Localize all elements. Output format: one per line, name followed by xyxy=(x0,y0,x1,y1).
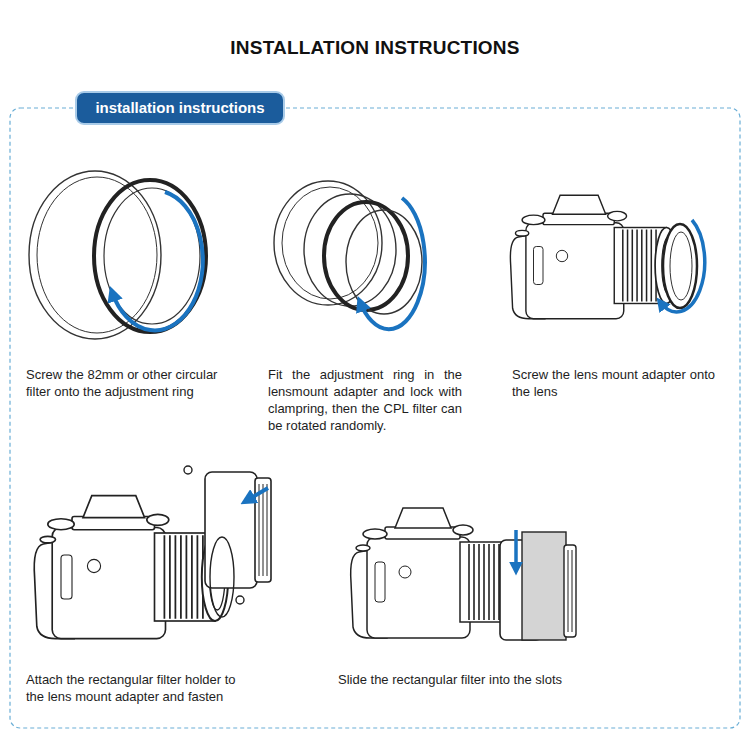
adjustment-ring xyxy=(94,180,206,332)
dashed-panel xyxy=(10,108,740,728)
camera-with-filter xyxy=(351,508,576,640)
lens-mount-adapter xyxy=(663,224,697,308)
filter-holder xyxy=(205,472,257,588)
rotation-arrow xyxy=(660,220,705,312)
adapter-rings xyxy=(274,181,425,329)
caption-box: Fit the adjustment ring in the lensmount… xyxy=(268,366,462,434)
adjustment-ring xyxy=(324,202,408,310)
step-caption: Attach the rectangular filter holder to … xyxy=(26,671,252,705)
step-caption: Screw the lens mount adapter onto the le… xyxy=(512,366,715,400)
clamp-ring xyxy=(304,194,396,306)
screw xyxy=(236,596,244,604)
rotation-arrow xyxy=(360,198,425,329)
step-caption: Slide the rectangular filter into the sl… xyxy=(338,671,598,688)
step-caption: Fit the adjustment ring in the lensmount… xyxy=(268,366,462,434)
caption-box: Screw the lens mount adapter onto the le… xyxy=(512,366,715,400)
filter-slots xyxy=(259,484,267,576)
caption-box: Slide the rectangular filter into the sl… xyxy=(338,671,598,688)
page-title: INSTALLATION INSTRUCTIONS xyxy=(230,37,519,58)
camera xyxy=(34,496,228,639)
filter-ring xyxy=(37,177,157,333)
step-caption: Screw the 82mm or other circular filter … xyxy=(26,366,240,400)
section-tab: installation instructions xyxy=(75,91,285,125)
caption-box: Screw the 82mm or other circular filter … xyxy=(26,366,240,400)
screw xyxy=(184,466,192,474)
camera-with-adapter xyxy=(510,195,704,319)
attach-arrow xyxy=(246,488,268,501)
tab-label: installation instructions xyxy=(95,93,264,123)
filter-slots xyxy=(568,550,572,632)
rotation-arrow xyxy=(112,192,203,330)
adapter-ring xyxy=(274,181,382,305)
camera xyxy=(510,195,678,319)
caption-box: Attach the rectangular filter holder to … xyxy=(26,671,252,705)
lens-mount-adapter xyxy=(670,232,692,300)
cpl-filter-ring xyxy=(346,210,422,314)
rectangular-filter xyxy=(522,532,566,640)
holder-rail xyxy=(564,545,576,637)
filter-rings xyxy=(29,171,206,339)
title-box: INSTALLATION INSTRUCTIONS xyxy=(0,37,750,59)
slide-arrow xyxy=(514,530,518,570)
adapter-ring xyxy=(210,537,234,617)
camera-with-holder xyxy=(34,466,271,639)
